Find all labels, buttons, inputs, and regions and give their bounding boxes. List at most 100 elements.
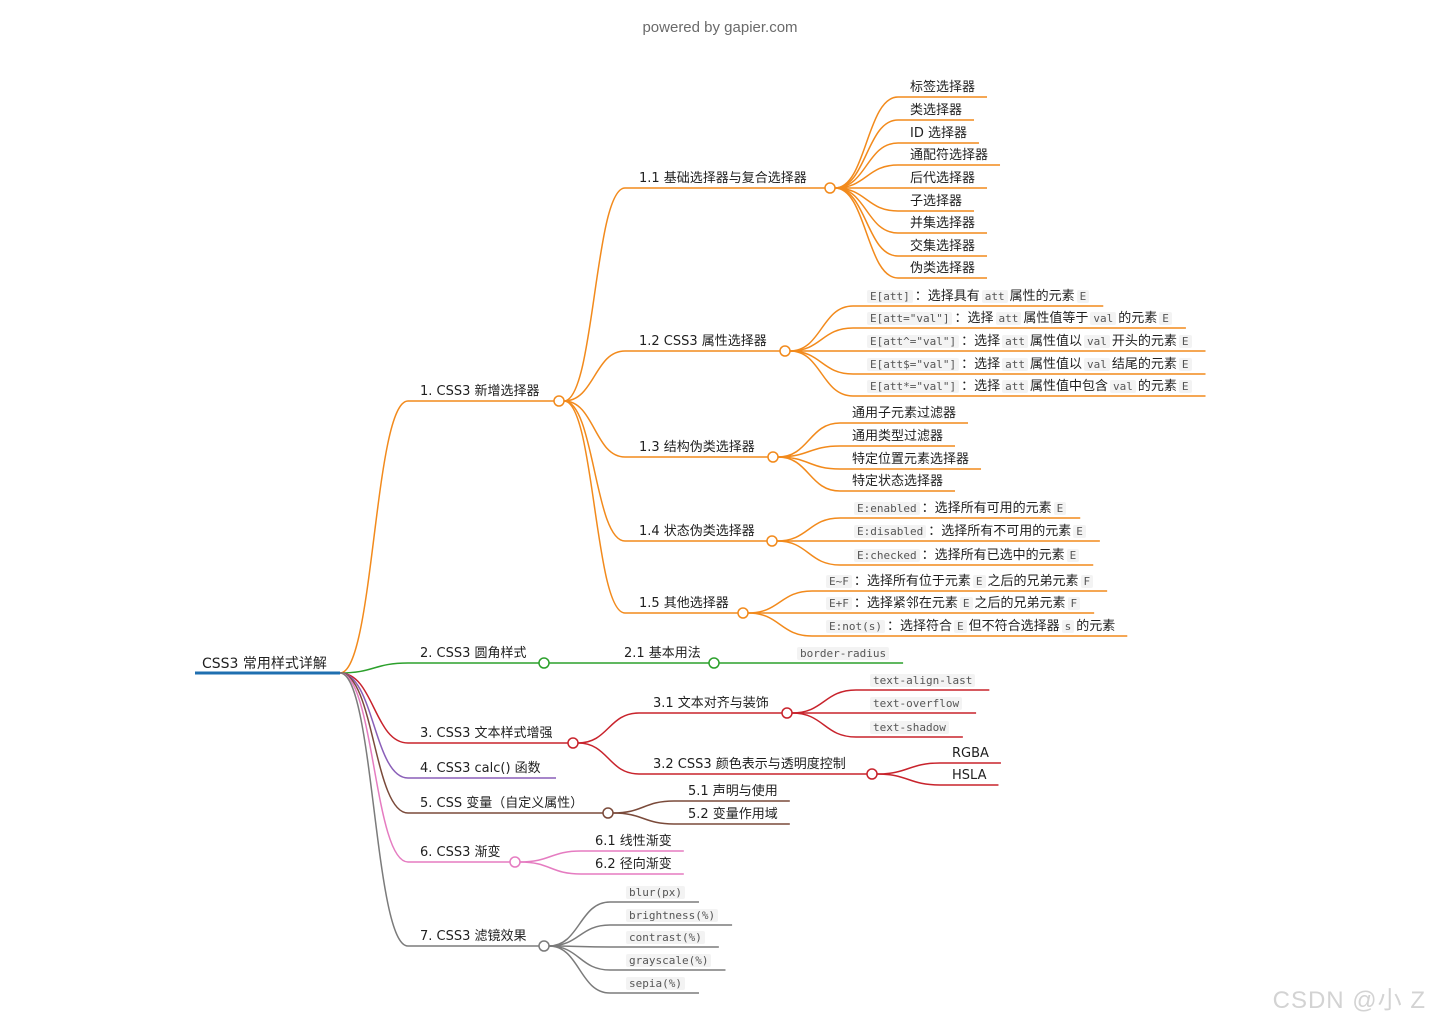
branch-1-node-2-leaf-4-label-code-6: E [1178,358,1192,371]
branch-1-node-5-leaf-2-label-code-4: F [1067,597,1081,610]
branch-1-node-1-leaf-8-label[interactable]: 交集选择器 [910,239,975,255]
branch-1-node-3-leaf-3-label-text-0: 特定位置元素选择器 [852,452,970,467]
branch-1-node-2-knob[interactable] [779,345,791,357]
branch-1-node-3-label[interactable]: 1.3 结构伪类选择器 [639,440,755,455]
branch-6-label[interactable]: 6. CSS3 渐变 [420,845,501,860]
branch-3-node-2-leaf-1-label[interactable]: RGBA [952,746,989,762]
branch-6-node-2-label[interactable]: 6.2 径向渐变 [595,857,672,872]
branch-1-node-1-link [563,187,626,402]
branch-1-node-1-leaf-1-label[interactable]: 标签选择器 [910,80,975,96]
branch-3-node-1-leaf-2-label[interactable]: text-overflow [868,696,964,712]
branch-1-node-1-leaf-7-label-text-0: 并集选择器 [910,216,976,231]
branch-7-node-4-label[interactable]: grayscale(%) [624,953,713,969]
branch-1-node-1-leaf-4-label[interactable]: 通配符选择器 [910,148,988,164]
branch-1-node-2-label[interactable]: 1.2 CSS3 属性选择器 [639,334,767,349]
branch-5-knob[interactable] [602,807,614,819]
branch-3-node-2-knob[interactable] [866,768,878,780]
branch-1-node-1-leaf-1-link [834,96,899,189]
branch-2-node-1-label[interactable]: 2.1 基本用法 [624,646,701,661]
branch-7-label[interactable]: 7. CSS3 滤镜效果 [420,929,527,944]
branch-1-node-5-leaf-2-label-code-0: E+F [826,597,852,610]
branch-7-node-2-link [548,924,611,947]
branch-1-node-2-leaf-4-label-text-3: 属性值以 [1029,357,1082,372]
branch-3-node-1-leaf-1-label[interactable]: text-align-last [868,673,977,689]
branch-3-node-2-leaf-2-label[interactable]: HSLA [952,768,986,784]
branch-2-knob[interactable] [538,657,550,669]
branch-1-node-5-knob[interactable] [737,607,749,619]
branch-2-node-1-knob[interactable] [708,657,720,669]
branch-1-node-1-leaf-4-label-text-0: 通配符选择器 [910,148,989,163]
branch-1-node-1-leaf-3-link [834,142,899,189]
branch-3-node-2-leaf-1-link [876,762,941,775]
branch-1-node-3-leaf-2-label[interactable]: 通用类型过滤器 [852,429,943,445]
branch-5-node-2-link [612,812,675,825]
branch-1-node-1-leaf-8-link [834,187,899,257]
branch-1-node-1-leaf-2-label[interactable]: 类选择器 [910,103,962,119]
branch-2-label[interactable]: 2. CSS3 圆角样式 [420,646,527,661]
branch-6-knob[interactable] [509,856,521,868]
branch-5-node-2-label[interactable]: 5.2 变量作用域 [688,807,778,822]
branch-1-node-2-leaf-2-label-text-5: 的元素 [1118,311,1158,326]
branch-1-node-1-leaf-6-label[interactable]: 子选择器 [910,194,962,210]
branch-7-node-3-label[interactable]: contrast(%) [624,930,707,946]
branch-3-label[interactable]: 3. CSS3 文本样式增强 [420,726,553,741]
branch-1-node-3-leaf-4-link [777,456,841,492]
branch-3-node-1-knob[interactable] [781,707,793,719]
branch-7-node-2-label[interactable]: brightness(%) [624,908,720,924]
branch-7-knob[interactable] [538,940,550,952]
branch-3-node-1-leaf-3-link [791,712,857,738]
branch-3-knob[interactable] [567,737,579,749]
branch-7-node-1-label[interactable]: blur(px) [624,885,687,901]
branch-1-node-4-label[interactable]: 1.4 状态伪类选择器 [639,524,755,539]
branch-1-node-3-knob[interactable] [767,451,779,463]
branch-1-node-1-label[interactable]: 1.1 基础选择器与复合选择器 [639,171,807,186]
branch-4-label[interactable]: 4. CSS3 calc() 函数 [420,761,541,776]
branch-1-node-1-leaf-3-label[interactable]: ID 选择器 [910,126,967,142]
branch-5-node-1-label[interactable]: 5.1 声明与使用 [688,784,778,799]
branch-3-node-1-link [577,712,640,744]
branch-1-node-4-leaf-1-label-code-2: E [1053,502,1067,515]
branch-7-node-5-label[interactable]: sepia(%) [624,976,687,992]
branch-1-node-1-leaf-9-label[interactable]: 伪类选择器 [910,261,975,277]
branch-1-node-3-leaf-4-label[interactable]: 特定状态选择器 [852,474,943,490]
branch-1-node-2-leaf-4-label-code-4: val [1084,358,1110,371]
branch-1-node-2-leaf-3-label-text-3: 属性值以 [1029,334,1082,349]
branch-5-label[interactable]: 5. CSS 变量（自定义属性） [420,796,584,811]
branch-3-node-2-label[interactable]: 3.2 CSS3 颜色表示与透明度控制 [653,757,846,772]
branch-1-label[interactable]: 1. CSS3 新增选择器 [420,384,540,399]
branch-3-node-1-label[interactable]: 3.1 文本对齐与装饰 [653,696,769,711]
branch-1-node-5-leaf-1-link [747,590,813,614]
branch-1-node-1-leaf-7-label[interactable]: 并集选择器 [910,216,975,232]
branch-1-node-5-leaf-2-label-text-1: ：选择紧邻在元素 [853,596,958,611]
branch-1-node-3-link [563,400,626,458]
root-node[interactable]: CSS3 常用样式详解 [202,656,327,672]
branch-1-node-3-leaf-3-label[interactable]: 特定位置元素选择器 [852,452,969,468]
branch-1-node-1-knob[interactable] [824,182,836,194]
branch-1-node-2-leaf-4-link [789,350,854,375]
branch-2-node-1-leaf-1-label[interactable]: border-radius [795,646,891,662]
branch-1-node-4-knob[interactable] [766,535,778,547]
branch-6-node-1-link [519,850,582,863]
branch-1-node-5-leaf-3-label-code-2: E [954,620,967,633]
branch-3-node-1-leaf-1-label-code-0: text-align-last [870,674,976,687]
branch-1-node-1-leaf-5-label[interactable]: 后代选择器 [910,171,975,187]
branch-1-node-5-label[interactable]: 1.5 其他选择器 [639,596,729,611]
branch-1-knob[interactable] [553,395,565,407]
branch-1-node-2-leaf-2-label-code-6: E [1159,312,1172,325]
branch-1-node-3-leaf-1-label[interactable]: 通用子元素过滤器 [852,406,956,422]
branch-3-node-1-leaf-3-label[interactable]: text-shadow [868,720,951,736]
branch-6-node-1-label[interactable]: 6.1 线性渐变 [595,834,672,849]
